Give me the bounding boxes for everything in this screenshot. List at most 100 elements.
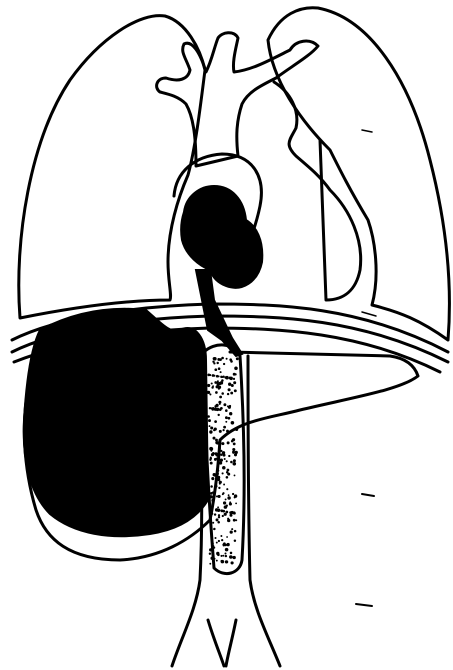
- stipple-dot: [233, 459, 236, 462]
- lower-branch-fork-2: [226, 620, 236, 666]
- stipple-dot: [233, 462, 237, 466]
- stipple-dot: [216, 542, 218, 544]
- stipple-dot: [216, 552, 219, 555]
- stipple-dot: [230, 461, 233, 464]
- stipple-dot: [213, 357, 217, 361]
- stipple-dot: [229, 377, 232, 380]
- stipple-dot: [212, 522, 214, 524]
- descending-vessel-outline: [274, 82, 361, 300]
- stipple-dot: [225, 498, 227, 500]
- stipple-dot: [220, 450, 222, 452]
- stipple-dot: [220, 371, 222, 373]
- stipple-dot: [219, 461, 222, 464]
- liver: [24, 309, 208, 536]
- stipple-dot: [229, 502, 232, 505]
- stipple-dot: [218, 442, 221, 445]
- stipple-dot: [225, 410, 227, 412]
- stipple-dot: [215, 439, 218, 442]
- stipple-dot: [233, 381, 236, 384]
- stipple-dot: [217, 470, 219, 472]
- stipple-dot: [211, 477, 214, 480]
- stipple-dot: [235, 428, 238, 431]
- stipple-dot: [207, 384, 210, 387]
- stipple-dot: [215, 391, 218, 394]
- stipple-dot: [219, 403, 221, 405]
- stipple-dot: [234, 474, 236, 476]
- stipple-dot: [234, 367, 238, 371]
- stipple-dot: [222, 492, 224, 494]
- stipple-dot: [232, 556, 234, 558]
- stray-mark: [362, 494, 374, 496]
- stipple-dot: [209, 553, 211, 555]
- stipple-dot: [221, 560, 225, 564]
- stipple-dot: [226, 430, 229, 433]
- stipple-dot: [207, 415, 210, 418]
- stipple-dot: [211, 382, 213, 384]
- stipple-dot: [222, 466, 226, 470]
- stipple-dot: [231, 360, 233, 362]
- stipple-dot: [221, 392, 224, 395]
- stipple-dot: [219, 430, 222, 433]
- stipple-dot: [225, 555, 227, 557]
- stipple-dot: [227, 469, 230, 472]
- stipple-dot: [227, 393, 229, 395]
- stray-mark: [362, 130, 372, 132]
- stipple-dot: [214, 513, 216, 515]
- stipple-dot: [215, 453, 219, 457]
- stipple-dot: [209, 495, 212, 498]
- stipple-dot: [223, 542, 226, 545]
- stipple-dot: [207, 391, 210, 394]
- stipple-dot: [224, 458, 226, 460]
- stipple-dot: [223, 426, 226, 429]
- stipple-dot: [223, 484, 225, 486]
- stipple-dot: [223, 403, 226, 406]
- stipple-dot: [234, 389, 237, 392]
- stipple-dot: [218, 540, 220, 542]
- stipple-dot: [218, 514, 220, 516]
- stipple-dot: [231, 528, 233, 530]
- stipple-dot: [231, 421, 235, 425]
- stipple-dot: [218, 495, 221, 498]
- stipple-dot: [209, 563, 211, 565]
- stipple-dot: [222, 472, 224, 474]
- stipple-dot: [230, 552, 233, 555]
- stipple-dot: [213, 473, 216, 476]
- stipple-dot: [231, 384, 234, 387]
- stipple-dot: [221, 442, 224, 445]
- stipple-dot: [213, 362, 215, 364]
- stipple-dot: [233, 519, 236, 522]
- stipple-dot: [213, 558, 215, 560]
- stipple-dot: [234, 496, 236, 498]
- stray-mark: [356, 604, 372, 606]
- stipple-dot: [209, 425, 211, 427]
- stipple-dot: [234, 453, 237, 456]
- stipple-dot: [234, 373, 236, 375]
- stipple-dot: [229, 412, 232, 415]
- stipple-dot: [231, 440, 234, 443]
- stipple-dot: [208, 419, 211, 422]
- stipple-dot: [211, 408, 214, 411]
- stipple-dot: [209, 512, 211, 514]
- stipple-dot: [225, 548, 229, 552]
- stipple-dot: [216, 408, 219, 411]
- stipple-dot: [217, 506, 219, 508]
- stipple-dot: [232, 493, 234, 495]
- stipple-dot: [209, 393, 211, 395]
- stipple-dot: [211, 386, 213, 388]
- stipple-dot: [213, 437, 216, 440]
- stipple-dot: [224, 552, 226, 554]
- stipple-dot: [232, 448, 235, 451]
- stipple-dot: [236, 357, 239, 360]
- stipple-dot: [222, 376, 224, 378]
- stipple-dot: [226, 358, 228, 360]
- stipple-dot: [216, 381, 219, 384]
- stipple-dot: [228, 455, 230, 457]
- stipple-dot: [211, 545, 214, 548]
- stipple-dot: [235, 519, 237, 521]
- stipple-dot: [227, 519, 230, 522]
- stipple-dot: [230, 530, 233, 533]
- stipple-dot: [214, 405, 216, 407]
- trachea: [157, 33, 318, 166]
